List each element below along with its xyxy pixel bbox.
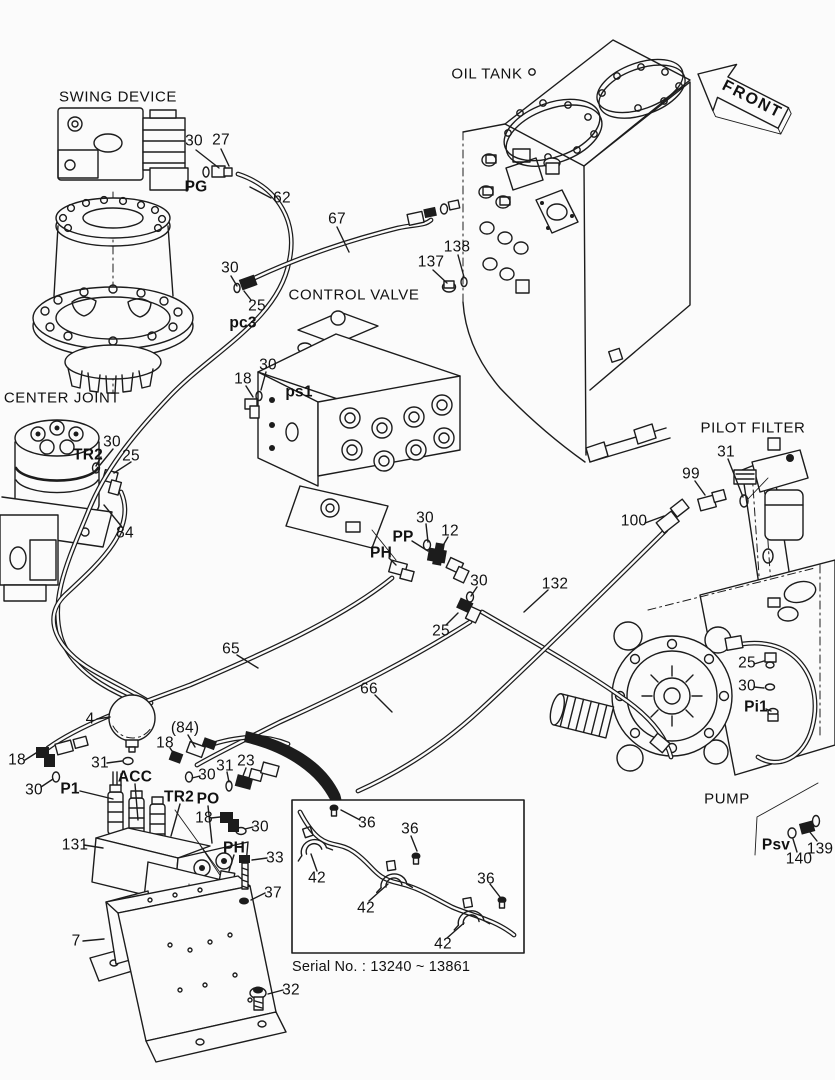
callout-30-mid: 30 [470,572,488,590]
callout-30-ps1: 30 [259,356,277,374]
port-label-p1: P1 [60,780,80,798]
callout-36-b: 36 [401,820,419,838]
port-label-ps1: ps1 [285,383,313,401]
leader-lines [24,148,818,995]
port-label-tr2-block: TR2 [164,788,194,806]
callout-30-pc3: 30 [221,259,239,277]
thick-hose-band [244,731,342,806]
accumulator-drawing [108,694,156,753]
port-label-po: PO [196,790,220,808]
callout-4: 4 [85,710,95,728]
callout-42-a: 42 [308,869,326,887]
oil-tank-drawing [441,39,691,463]
callout-36-a: 36 [358,814,376,832]
callout-30-block2: 30 [251,818,269,836]
callout-31-block: 31 [216,757,234,775]
callout-7: 7 [71,932,81,950]
callout-31-pf: 31 [717,443,735,461]
port-label-acc: ACC [117,768,153,786]
callout-23: 23 [237,752,255,770]
callout-132: 132 [541,575,569,593]
callout-18-ps1: 18 [234,370,252,388]
callout-25-cj: 25 [122,447,140,465]
port-label-pg: PG [184,178,208,196]
callout-36-c: 36 [477,870,495,888]
port-label-psv: Psv [761,836,791,854]
callout-30-pump: 30 [738,677,756,695]
heading-control-valve: CONTROL VALVE [288,286,420,304]
callout-66: 66 [360,680,378,698]
heading-oil-tank: OIL TANK [451,65,523,83]
callout-30-cj: 30 [103,433,121,451]
pump-drawing [549,559,835,856]
callout-37: 37 [264,884,282,902]
callout-18-block: 18 [195,809,213,827]
swing-device-drawing [32,107,233,394]
callout-42-b: 42 [357,899,375,917]
callout-131: 131 [61,836,89,854]
callout-137: 137 [417,253,445,271]
callout-30-left: 30 [25,781,43,799]
port-label-pi1: Pi1 [744,698,768,716]
callout-99: 99 [682,465,700,483]
port-label-tr2-center-joint: TR2 [73,446,103,464]
heading-center-joint: CENTER JOINT [3,389,121,407]
callout-18-left: 18 [8,751,26,769]
callout-42-c: 42 [434,935,452,953]
callout-32: 32 [282,981,300,999]
callout-139: 139 [806,840,834,858]
callout-30-pg: 30 [185,132,203,150]
callout-84-paren: (84) [170,719,200,737]
pilot-filter-drawing [697,437,809,593]
port-label-pp: PP [392,528,414,546]
callout-30-block: 30 [198,766,216,784]
heading-swing-device: SWING DEVICE [58,88,178,106]
callout-67: 67 [328,210,346,228]
mounting-bracket-drawing [89,855,287,1063]
port-label-pc3: pc3 [229,314,257,332]
control-valve-drawing [244,310,461,561]
callout-140: 140 [785,850,813,868]
callout-18-84: 18 [156,734,174,752]
port-label-ph-valve: PH [370,544,392,562]
callout-62: 62 [273,189,291,207]
front-arrow-icon [697,63,792,135]
port-label-ph-block: PH [223,839,245,857]
callout-25-mid: 25 [432,622,450,640]
serial-number-note: Serial No. : 13240 ~ 13861 [292,958,471,975]
callout-25-pump: 25 [738,654,756,672]
heading-pilot-filter: PILOT FILTER [700,419,806,437]
clamp-inset-box [288,799,525,954]
callout-65: 65 [222,640,240,658]
callout-27: 27 [212,131,230,149]
callout-25-pc3: 25 [248,297,266,315]
callout-33: 33 [266,849,284,867]
callout-31-acc: 31 [91,754,109,772]
center-joint-drawing [0,419,123,602]
callout-100: 100 [620,512,648,530]
callout-30-pp: 30 [416,509,434,527]
callout-12: 12 [441,522,459,540]
callout-138: 138 [443,238,471,256]
callout-84: 84 [116,524,134,542]
heading-pump: PUMP [704,790,750,808]
